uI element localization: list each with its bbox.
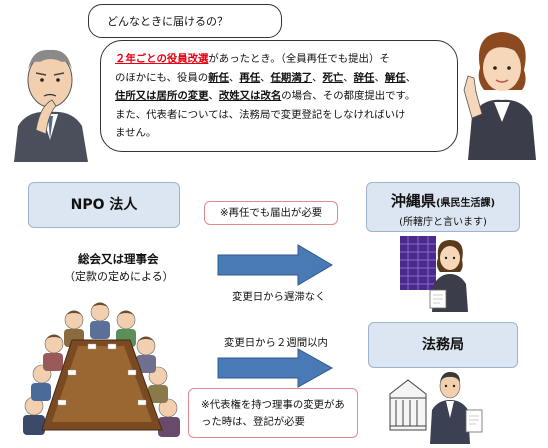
answer-line-2: のほかにも、役員の新任、再任、任期満了、死亡、辞任、解任、 xyxy=(115,69,445,88)
thinking-man-illustration xyxy=(14,49,88,162)
note2-line-1: ※代表権を持つ理事の変更があ xyxy=(201,399,345,411)
answer-text: があったとき。（全員再任でも提出）そ xyxy=(208,53,390,65)
courthouse-building-illustration xyxy=(389,379,427,431)
keyword-dismiss: 解任 xyxy=(384,71,406,84)
okinawa-prefecture-box: 沖縄県(県民生活課) (所轄庁と言います) xyxy=(366,182,520,232)
arrow2-caption: 変更日から２週間以内 xyxy=(224,337,328,349)
keyword-name-change: 改姓又は改名 xyxy=(218,90,282,103)
answer-text: のほかにも、役員の xyxy=(115,71,209,84)
answer-text: の場合、その都度提出です。 xyxy=(281,90,416,103)
answer-line-1: ２年ごとの役員改選があったとき。（全員再任でも提出）そ xyxy=(115,50,445,69)
houmu-label: 法務局 xyxy=(422,337,464,353)
answer-line-5: ません。 xyxy=(115,127,157,140)
pointing-woman-illustration xyxy=(463,32,536,160)
legal-affairs-bureau-box: 法務局 xyxy=(368,322,518,368)
keyword-sainin: 再任 xyxy=(239,71,261,84)
registration-note: ※代表権を持つ理事の変更があ った時は、登記が必要 xyxy=(188,388,358,438)
separator: 、 xyxy=(343,71,354,84)
separator: 、 xyxy=(312,71,323,84)
note2-line-2: った時は、登記が必要 xyxy=(201,416,305,428)
question-text: どんなときに届けるの？ xyxy=(107,15,228,28)
office-building-illustration xyxy=(400,236,436,290)
separator: 、 xyxy=(405,71,417,84)
answer-line-3: 住所又は居所の変更、改姓又は改名の場合、その都度提出です。 xyxy=(115,87,445,106)
keyword-shinnin: 新任 xyxy=(208,71,229,84)
keyword-term-end: 任期満了 xyxy=(270,71,313,84)
keyword-death: 死亡 xyxy=(322,71,344,84)
answer-line-4: また、代表者については、法務局で変更登記をしなければいけ xyxy=(115,108,406,121)
npo-label: NPO 法人 xyxy=(70,197,138,213)
articles-note: （定款の定めによる） xyxy=(64,270,174,283)
clerk-woman-illustration xyxy=(429,240,468,312)
okinawa-sub: (所轄庁と言います) xyxy=(399,217,487,228)
npo-box: NPO 法人 xyxy=(28,182,180,228)
meeting-label: 総会又は理事会 xyxy=(78,252,159,266)
note1-text: ※再任でも届出が必要 xyxy=(219,207,323,219)
answer-bubble: ２年ごとの役員改選があったとき。（全員再任でも提出）そ のほかにも、役員の新任、… xyxy=(100,40,458,152)
separator: 、 xyxy=(228,71,240,84)
reappointment-note: ※再任でも届出が必要 xyxy=(204,201,338,225)
question-bubble: どんなときに届けるの？ xyxy=(88,4,282,38)
keyword-address-change: 住所又は居所の変更 xyxy=(115,90,209,103)
board-meeting-illustration xyxy=(23,302,180,437)
officer-election-text: ２年ごとの役員改選 xyxy=(115,53,209,65)
separator: 、 xyxy=(260,71,271,84)
arrow-to-okinawa xyxy=(217,244,333,286)
official-man-illustration xyxy=(430,372,483,444)
separator: 、 xyxy=(208,90,219,103)
arrow1-caption: 変更日から遅滞なく xyxy=(232,291,326,303)
arrow-to-houmu xyxy=(217,348,334,388)
separator: 、 xyxy=(374,71,385,84)
okinawa-label: 沖縄県 xyxy=(390,192,436,210)
okinawa-dept: (県民生活課) xyxy=(435,198,496,209)
keyword-resign: 辞任 xyxy=(353,71,375,84)
